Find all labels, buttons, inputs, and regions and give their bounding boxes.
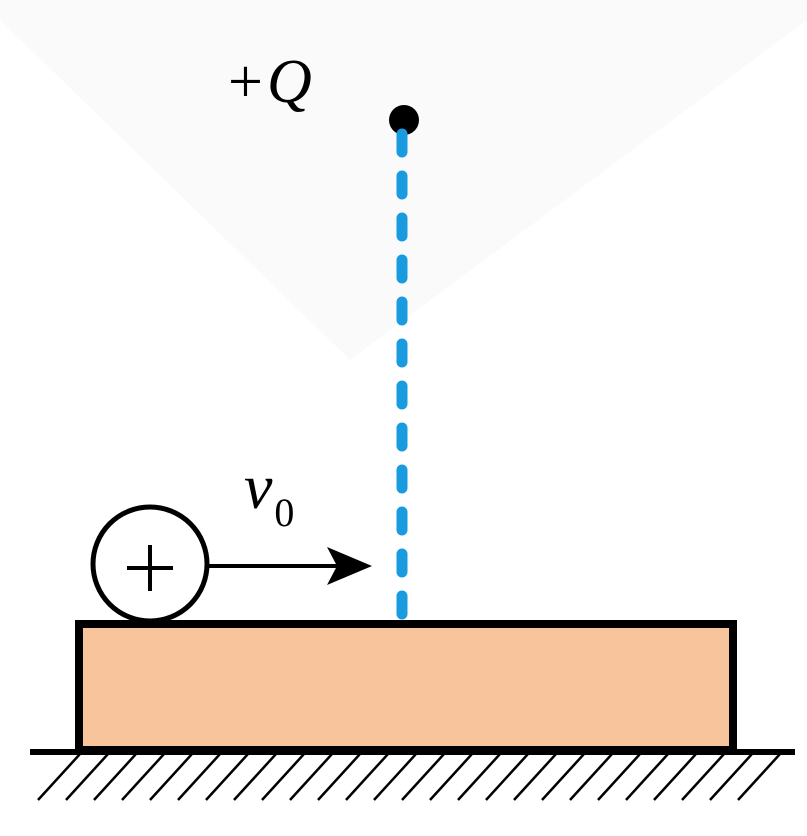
hatch-line [373, 753, 417, 801]
hatch-line [65, 753, 109, 801]
hatch-line [597, 753, 641, 801]
hatch-line [653, 753, 697, 801]
hatch-line [429, 753, 473, 801]
block [75, 620, 737, 754]
charge-sign: + [228, 48, 263, 116]
velocity-label: v0 [244, 451, 294, 535]
hatch-line [289, 753, 333, 801]
hatch-line [569, 753, 613, 801]
point-charge: +Q [228, 48, 419, 135]
hatch-line [737, 753, 781, 801]
hatch-line [149, 753, 193, 801]
hatch-line [345, 753, 389, 801]
hatch-line [457, 753, 501, 801]
ground-hatching [37, 753, 781, 801]
hatch-line [121, 753, 165, 801]
hatch-line [177, 753, 221, 801]
hatch-line [37, 753, 81, 801]
charged-ball [90, 504, 210, 624]
velocity-arrow [208, 547, 372, 585]
point-charge-dot [389, 105, 419, 135]
charge-label: +Q [228, 48, 312, 116]
hatch-line [317, 753, 361, 801]
hatch-line [93, 753, 137, 801]
hatch-line [541, 753, 585, 801]
hatch-line [625, 753, 669, 801]
hatch-line [233, 753, 277, 801]
hatch-line [709, 753, 753, 801]
hatch-line [401, 753, 445, 801]
hatch-line [681, 753, 725, 801]
hatch-line [513, 753, 557, 801]
hatch-line [485, 753, 529, 801]
hatch-line [205, 753, 249, 801]
charge-symbol: Q [267, 48, 312, 116]
arrow-head [327, 547, 372, 585]
velocity-symbol: v [244, 451, 273, 522]
velocity-subscript: 0 [274, 490, 294, 535]
hatch-line [261, 753, 305, 801]
